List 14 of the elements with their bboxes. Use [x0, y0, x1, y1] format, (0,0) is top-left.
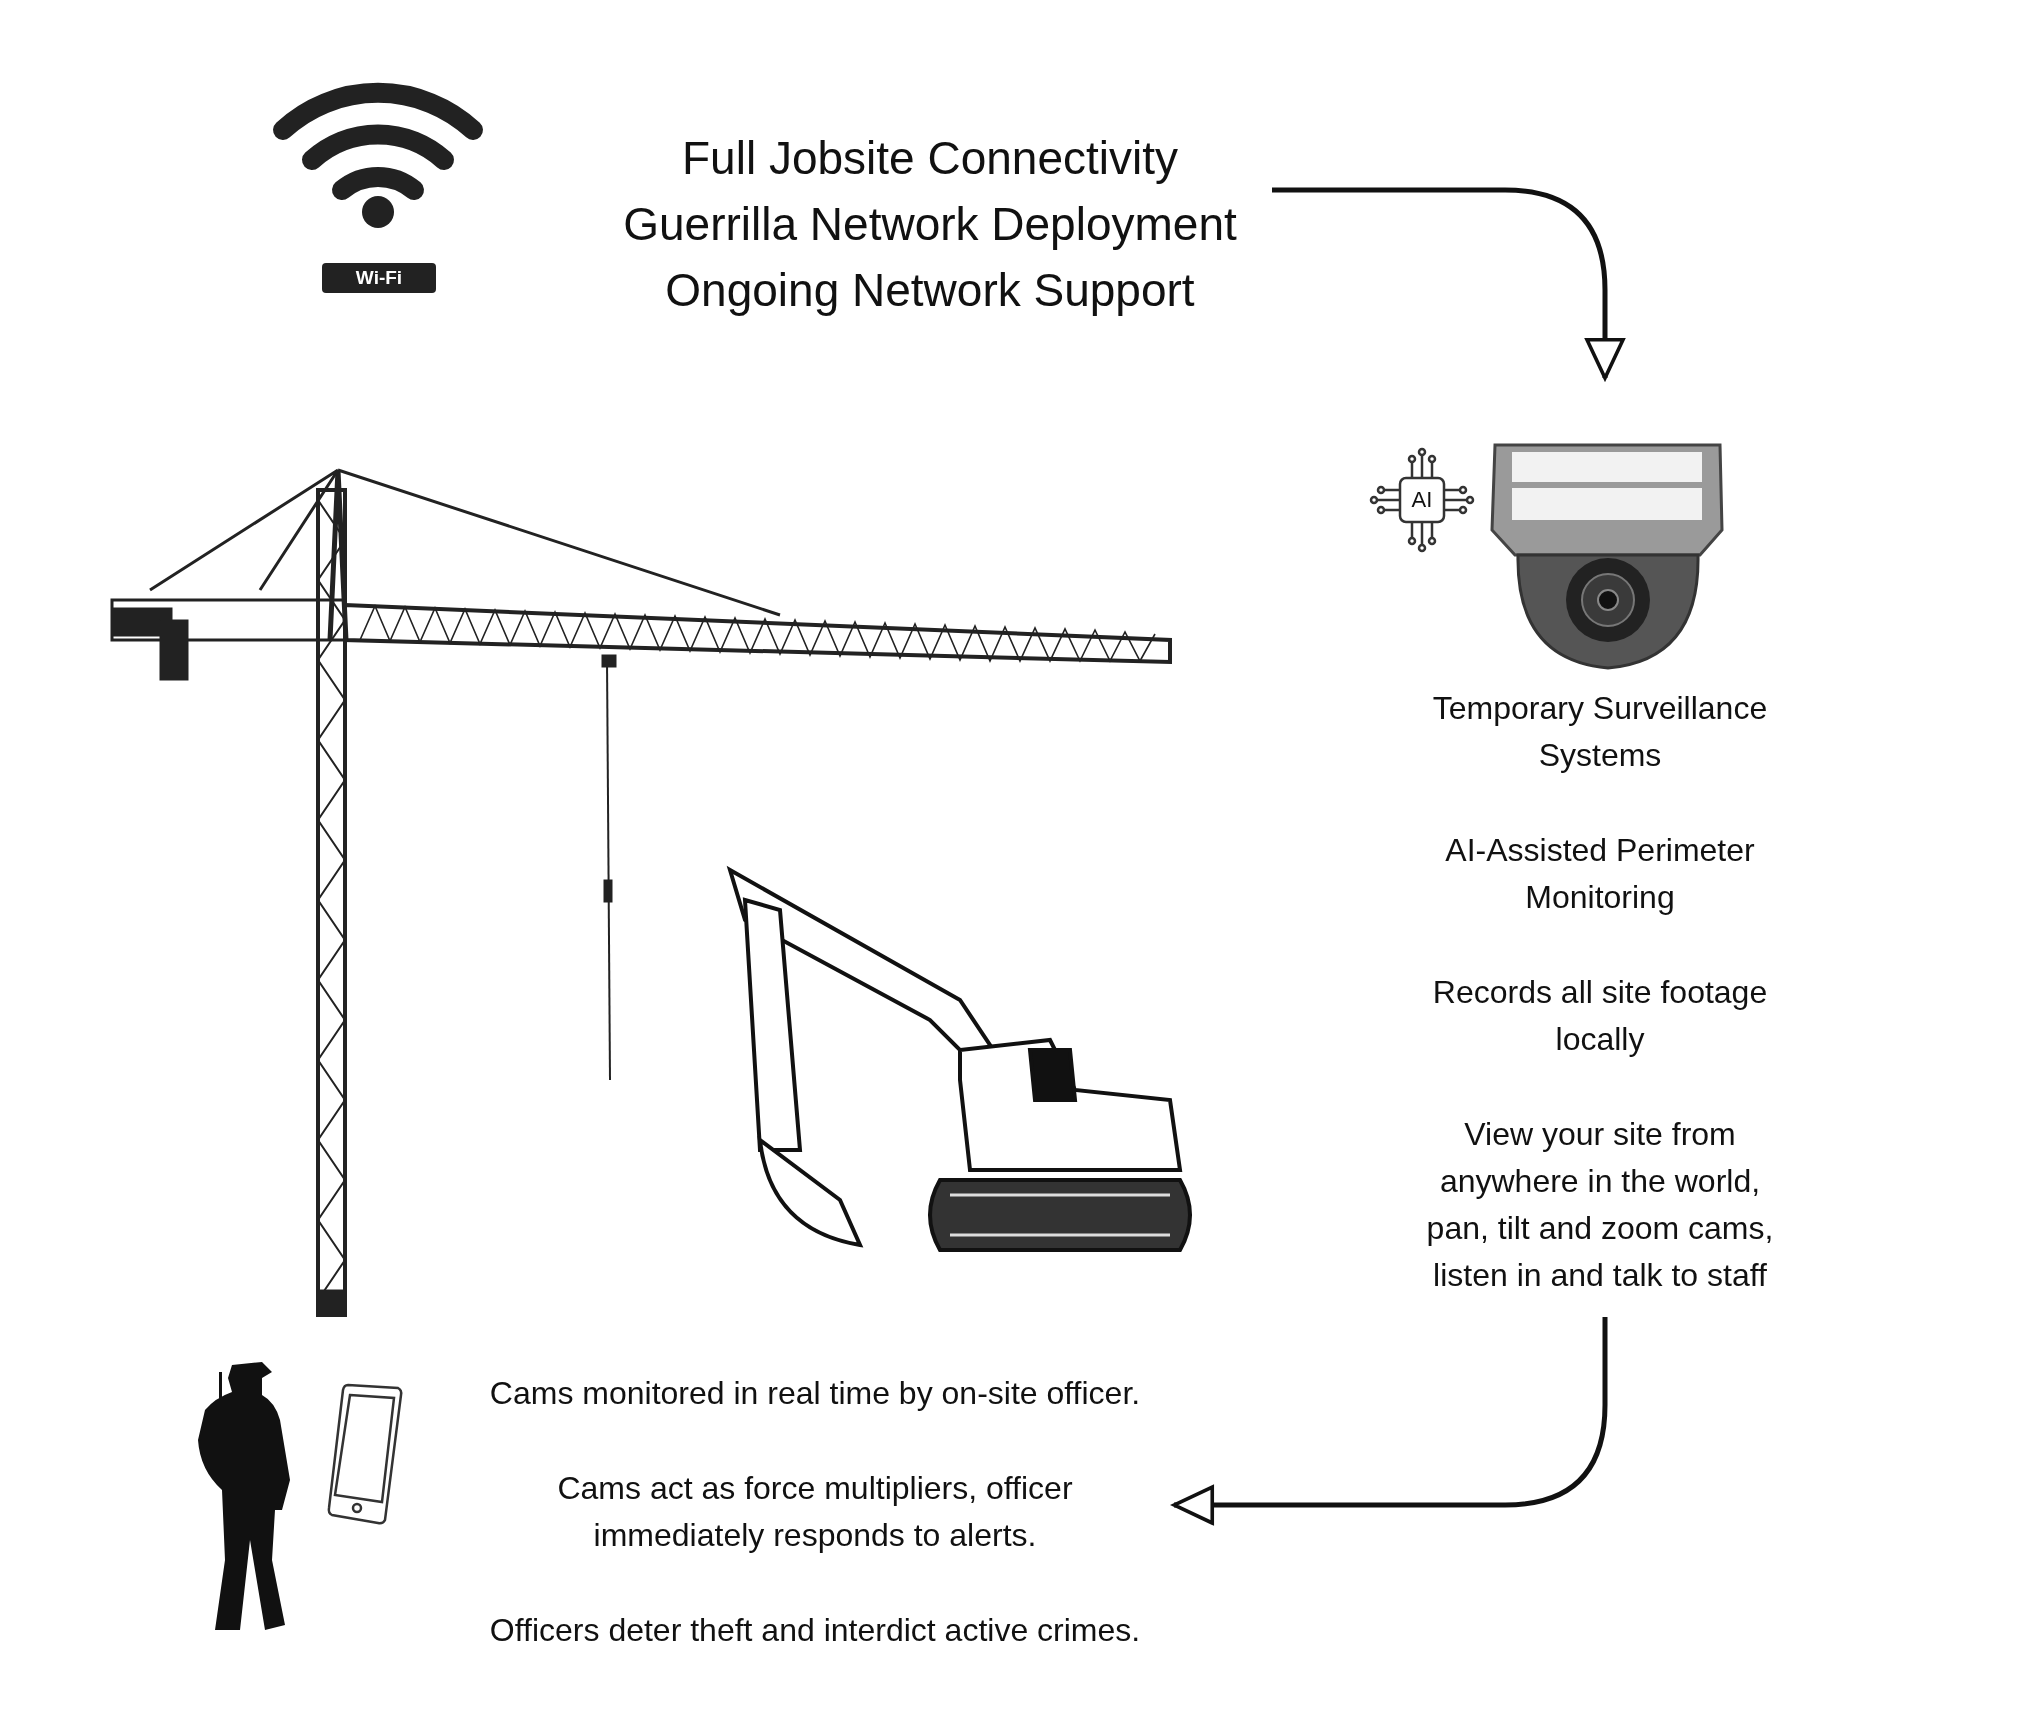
heading-line: Guerrilla Network Deployment — [623, 197, 1237, 252]
curved-arrow — [1272, 187, 1625, 380]
description-text: View your site from anywhere in the world, pan, tilt and zoom cams, listen in and talk to staff — [1425, 1115, 1775, 1295]
description-text: Officers deter theft and interdict active crimes. — [489, 1611, 1141, 1650]
description-text: Cams monitored in real time by on-site officer. — [489, 1374, 1141, 1413]
wifi-label: Wi-Fi — [322, 263, 436, 293]
description-text: Cams act as force multipliers, officer immediately responds to alerts. — [556, 1469, 1074, 1555]
description-text: Records all site footage locally — [1431, 973, 1769, 1059]
description-text: AI-Assisted Perimeter Monitoring — [1444, 831, 1756, 917]
curved-arrow — [1172, 1317, 1608, 1525]
heading-line: Ongoing Network Support — [665, 263, 1195, 318]
chip-label: AI — [1410, 486, 1434, 514]
heading-line: Full Jobsite Connectivity — [682, 131, 1178, 186]
description-text: Temporary Surveillance Systems — [1431, 689, 1769, 775]
